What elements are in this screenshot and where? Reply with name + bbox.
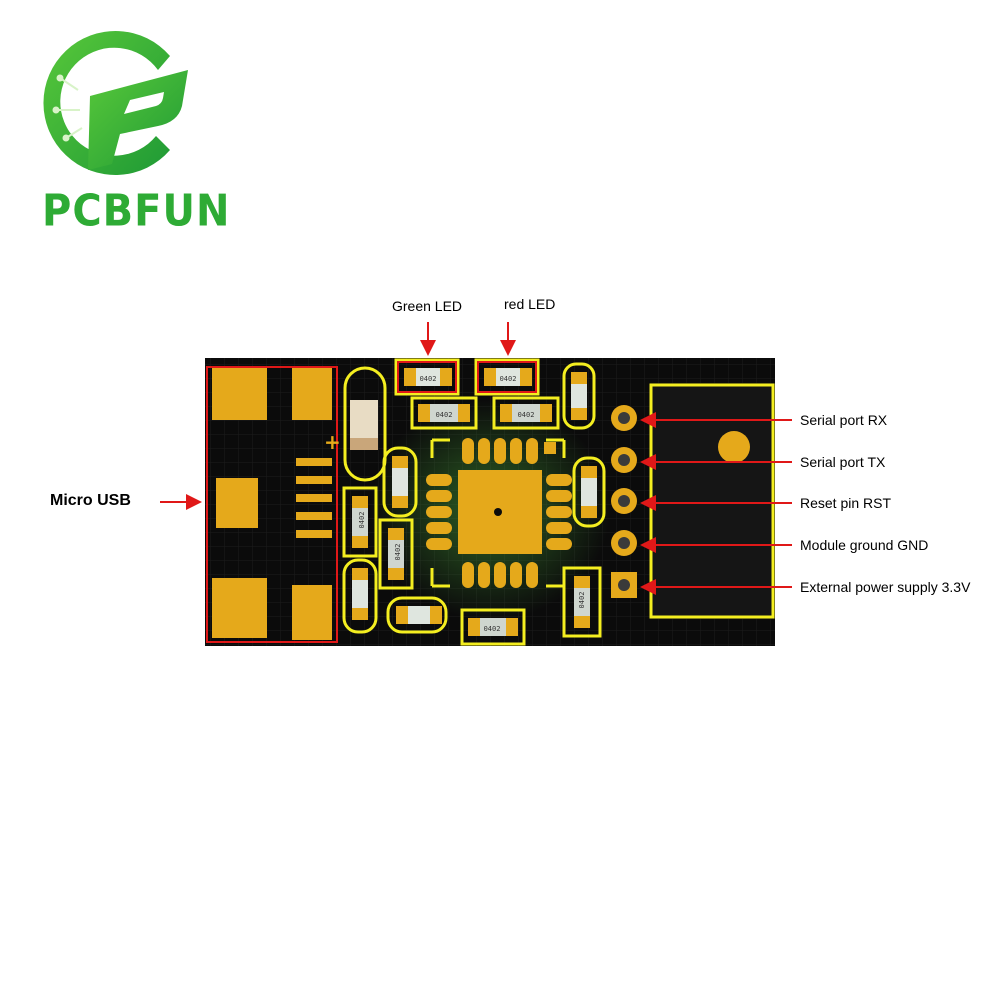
component-marking: 0402 xyxy=(484,625,501,633)
ic-chip xyxy=(426,438,572,588)
pin-label-rx: Serial port RX xyxy=(800,412,888,428)
resistor-r6 xyxy=(378,518,414,590)
component-marking: 0402 xyxy=(420,375,437,383)
pin-label-gnd: Module ground GND xyxy=(800,537,929,553)
component-marking: 0402 xyxy=(436,411,453,419)
brand-name: PCBFUN xyxy=(42,186,231,237)
red-led-label: red LED xyxy=(504,296,556,312)
capacitor-large xyxy=(343,366,387,482)
component-marking: 0402 xyxy=(500,375,517,383)
resistor-r7 xyxy=(342,558,378,634)
pcbfun-logo: PCBFUN xyxy=(20,18,229,237)
component-marking: 0402 xyxy=(358,512,366,529)
component-marking: 0402 xyxy=(394,544,402,561)
resistor-r8 xyxy=(386,596,448,634)
mounting-pad xyxy=(718,431,750,463)
pin-label-rst: Reset pin RST xyxy=(800,495,892,511)
resistor-r3 xyxy=(562,362,596,430)
resistor-r2 xyxy=(492,396,560,430)
pin-label-tx: Serial port TX xyxy=(800,454,886,470)
green-led xyxy=(394,358,460,396)
resistor-r10 xyxy=(572,456,606,528)
pin-header xyxy=(611,405,637,598)
callout-arrows xyxy=(160,322,792,595)
resistor-r1 xyxy=(410,396,478,430)
header-area xyxy=(650,383,775,619)
resistor-r5 xyxy=(342,486,378,558)
pin-label-3v3: External power supply 3.3V xyxy=(800,579,971,595)
component-marking: 0402 xyxy=(578,592,586,609)
resistor-r11 xyxy=(562,566,602,638)
red-led xyxy=(474,358,540,396)
micro-usb-label: Micro USB xyxy=(50,492,131,509)
micro-usb-connector xyxy=(206,366,338,643)
polarity-mark: + xyxy=(324,430,341,454)
green-led-label: Green LED xyxy=(392,298,463,314)
component-marking: 0402 xyxy=(518,411,535,419)
resistor-r9 xyxy=(460,608,526,646)
pcbfun-logo-mark xyxy=(43,31,188,176)
resistor-r4 xyxy=(382,446,418,518)
